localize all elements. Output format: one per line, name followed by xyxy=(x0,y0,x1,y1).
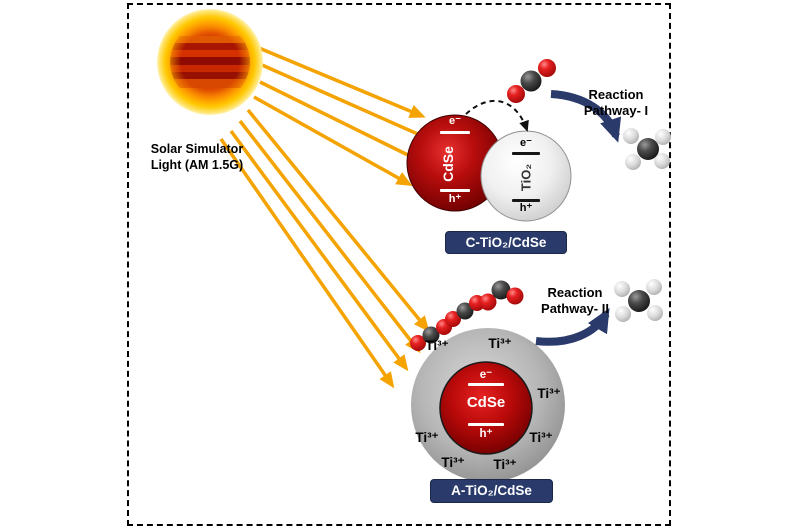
reaction-pathway-1-line1: Reaction xyxy=(588,87,644,102)
tio2-hole-label: h⁺ xyxy=(519,202,533,214)
cdse-core-sphere xyxy=(439,361,533,455)
cdse-valence-band-line xyxy=(440,189,470,192)
core-hole-label: h⁺ xyxy=(479,428,493,440)
ch4-molecule-icon-2 xyxy=(614,279,663,322)
ti3-label: Ti³⁺ xyxy=(488,336,512,351)
tio2-sphere-label: TiO₂ xyxy=(518,163,534,192)
core-electron-label: e⁻ xyxy=(479,369,493,381)
reaction-pathway-1-arrow xyxy=(550,90,622,143)
electron-transfer-dashed-arrow xyxy=(465,99,529,132)
cdse-hole-label: h⁺ xyxy=(448,193,462,205)
tio2-valence-band-line xyxy=(512,199,540,202)
ti3-label: Ti³⁺ xyxy=(441,455,465,470)
ch4-molecule-icon xyxy=(623,128,671,170)
core-valence-band-line xyxy=(468,423,504,426)
co2-molecule-icon xyxy=(507,59,556,103)
ti3-label: Ti³⁺ xyxy=(493,457,517,472)
reaction-pathway-2-line1: Reaction xyxy=(547,285,603,300)
core-conduction-band-line xyxy=(468,383,504,386)
reaction-pathway-2-label: Reaction Pathway- II xyxy=(521,285,629,316)
ti3-label: Ti³⁺ xyxy=(537,386,561,401)
caption-c-tio2-cdse: C-TiO₂/CdSe xyxy=(445,231,567,254)
sun-label: Solar Simulator Light (AM 1.5G) xyxy=(138,142,256,173)
sun-ray-arrows xyxy=(219,46,433,389)
cdse-sphere-label: CdSe xyxy=(440,146,456,182)
tio2-electron-label: e⁻ xyxy=(520,137,532,149)
reaction-pathway-1-line2: Pathway- I xyxy=(583,102,649,118)
sun-icon xyxy=(157,9,263,115)
co2-molecule-icon-2 xyxy=(479,280,524,311)
co2-chain-icon xyxy=(410,295,485,351)
ti3-label: Ti³⁺ xyxy=(425,338,449,353)
reaction-pathway-2-line2: Pathway- II xyxy=(541,300,609,316)
cdse-conduction-band-line xyxy=(440,131,470,134)
sun-label-line1: Solar Simulator xyxy=(150,142,244,156)
ti3-label: Ti³⁺ xyxy=(529,430,553,445)
core-cdse-label: CdSe xyxy=(466,394,506,411)
ti3-label: Ti³⁺ xyxy=(415,430,439,445)
dashed-border-frame xyxy=(127,3,671,526)
caption-a-tio2-cdse: A-TiO₂/CdSe xyxy=(430,479,553,503)
cdse-electron-label: e⁻ xyxy=(449,115,461,127)
reaction-pathway-1-label: Reaction Pathway- I xyxy=(565,87,667,118)
reaction-pathway-2-arrow xyxy=(535,307,610,346)
sun-label-line2: Light (AM 1.5G) xyxy=(150,157,244,172)
tio2-conduction-band-line xyxy=(512,152,540,155)
